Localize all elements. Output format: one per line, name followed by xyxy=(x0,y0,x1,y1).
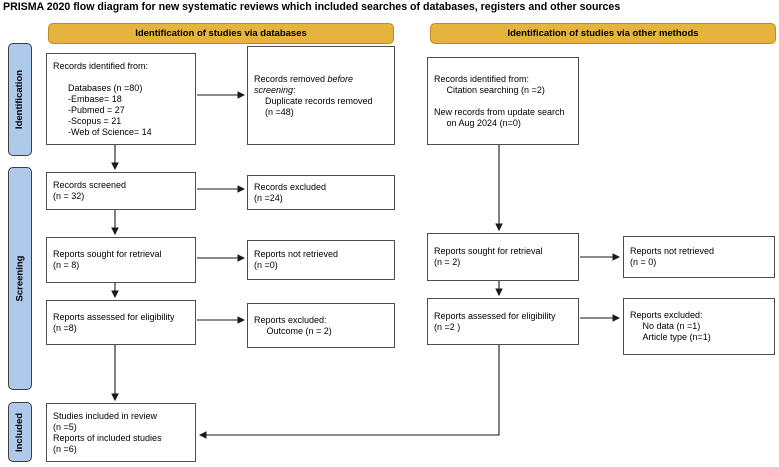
stage-screening: Screening xyxy=(8,167,32,390)
box-reports-excluded-databases-text: Reports excluded: Outcome (n = 2) xyxy=(254,314,332,336)
box-records-excluded-text: Records excluded (n =24) xyxy=(254,181,327,203)
box-studies-included-text: Studies included in review (n =5) Report… xyxy=(53,410,162,454)
column-header-databases: Identification of studies via databases xyxy=(48,23,394,44)
box-reports-excluded-databases: Reports excluded: Outcome (n = 2) xyxy=(247,303,395,348)
box-reports-sought-other-text: Reports sought for retrieval (n = 2) xyxy=(434,246,543,267)
box-studies-included: Studies included in review (n =5) Report… xyxy=(46,403,196,462)
stage-screening-label: Screening xyxy=(14,255,26,302)
box-reports-assessed-databases: Reports assessed for eligibility (n =8) xyxy=(46,300,196,345)
box-reports-not-retrieved-databases-text: Reports not retrieved (n =0) xyxy=(254,249,339,270)
records-removed-normal: Records removed xyxy=(254,73,328,84)
records-removed-italic: before screening xyxy=(254,73,356,95)
box-reports-sought-databases: Reports sought for retrieval (n = 8) xyxy=(46,237,196,283)
box-records-identified-other: Records identified from: Citation search… xyxy=(427,57,579,145)
box-reports-sought-databases-text: Reports sought for retrieval (n = 8) xyxy=(53,249,162,270)
arrow-other-assessed-to-included xyxy=(198,345,500,439)
stage-included-label: Included xyxy=(14,412,26,452)
records-removed-detail: Duplicate records removed (n =48) xyxy=(265,95,373,117)
box-records-excluded: Records excluded (n =24) xyxy=(247,175,395,210)
box-records-identified-databases-text: Records identified from: Databases (n =8… xyxy=(53,60,152,137)
box-records-removed-text: Records removed before screening:Duplica… xyxy=(248,72,394,120)
records-removed-colon: : xyxy=(293,84,296,95)
stage-identification: Identification xyxy=(8,43,32,156)
box-reports-excluded-other-text: Reports excluded: No data (n =1) Article… xyxy=(630,310,711,342)
column-header-other-methods: Identification of studies via other meth… xyxy=(430,23,776,44)
box-records-identified-databases: Records identified from: Databases (n =8… xyxy=(46,53,196,145)
box-reports-not-retrieved-other-text: Reports not retrieved (n = 0) xyxy=(630,246,715,267)
box-reports-assessed-databases-text: Reports assessed for eligibility (n =8) xyxy=(53,311,175,333)
box-reports-assessed-other-text: Reports assessed for eligibility (n =2 ) xyxy=(434,310,556,332)
page-title: PRISMA 2020 flow diagram for new systema… xyxy=(3,1,621,13)
box-reports-sought-other: Reports sought for retrieval (n = 2) xyxy=(427,233,579,281)
stage-identification-label: Identification xyxy=(14,69,26,130)
box-reports-not-retrieved-other: Reports not retrieved (n = 0) xyxy=(623,236,775,278)
box-reports-assessed-other: Reports assessed for eligibility (n =2 ) xyxy=(427,298,579,345)
box-records-screened: Records screened (n = 32) xyxy=(46,172,196,210)
stage-included: Included xyxy=(8,402,32,462)
box-records-removed: Records removed before screening:Duplica… xyxy=(247,46,395,145)
box-records-identified-other-text: Records identified from: Citation search… xyxy=(434,73,565,128)
box-reports-not-retrieved-databases: Reports not retrieved (n =0) xyxy=(247,240,395,280)
box-reports-excluded-other: Reports excluded: No data (n =1) Article… xyxy=(623,298,775,355)
box-records-screened-text: Records screened (n = 32) xyxy=(53,180,127,201)
